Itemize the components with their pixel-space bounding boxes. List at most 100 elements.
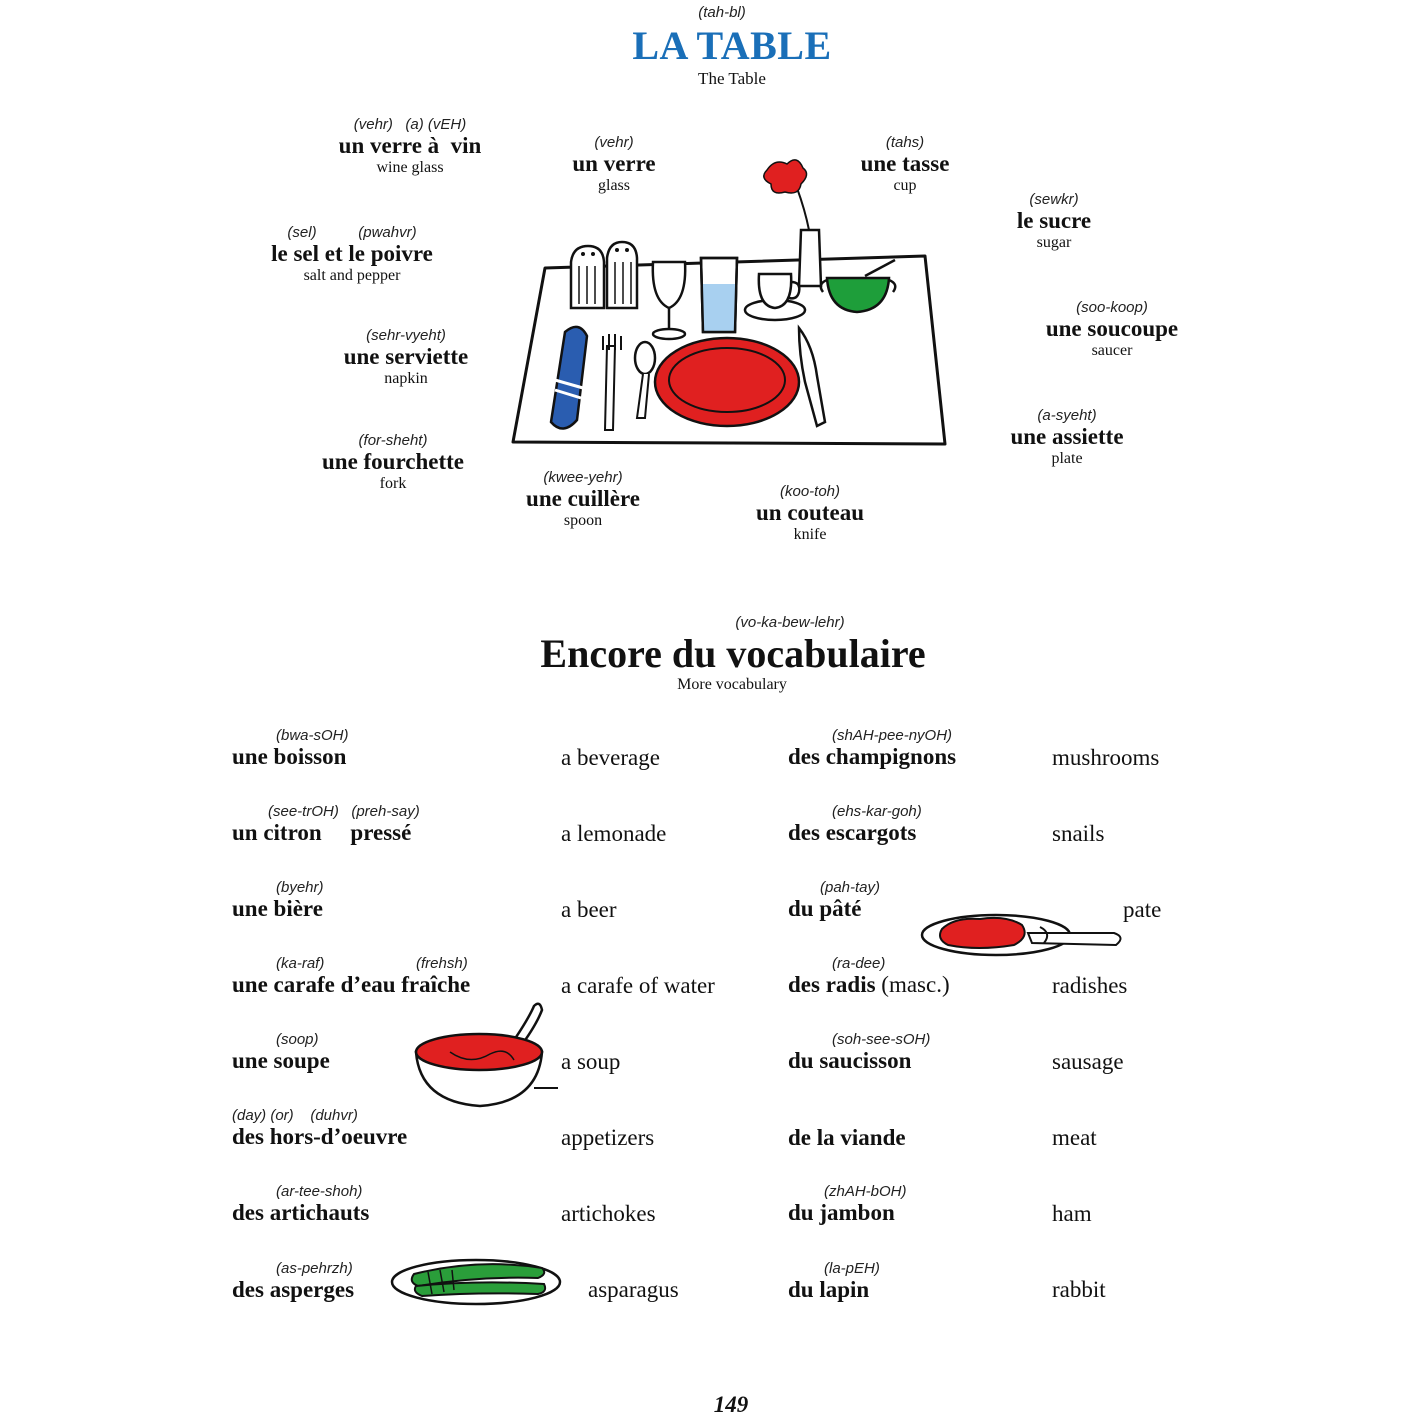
label-cup: (tahs) une tasse cup: [861, 134, 950, 195]
vocab-left-translation-7: asparagus: [588, 1277, 679, 1302]
section-title: Encore du vocabulaire: [540, 631, 926, 676]
label-plate: (a-syeht) une assiette plate: [1010, 407, 1123, 468]
english-gloss: plate: [1051, 450, 1083, 467]
english-gloss: fork: [379, 475, 407, 492]
english-gloss: wine glass: [376, 159, 444, 176]
asparagus-plate-illustration: [390, 1258, 562, 1306]
label-knife: (koo-toh) un couteau knife: [756, 483, 864, 544]
salt-pepper-shakers-icon: [569, 240, 639, 310]
label-sugar: (sewkr) le sucre sugar: [1017, 191, 1091, 252]
label-spoon: (kwee-yehr) une cuillère spoon: [526, 469, 640, 530]
vocab-right-row-1: (ehs-kar-goh) des escargots: [788, 803, 922, 846]
pronunciation: (pah-tay): [820, 879, 881, 896]
pronunciation: (see-trOH) (preh-say): [268, 803, 420, 820]
english-gloss: cup: [893, 177, 917, 194]
vocab-right-translation-2: pate: [1123, 897, 1162, 922]
french-word: le sucre: [1016, 208, 1092, 233]
pronunciation: (koo-toh): [779, 483, 841, 500]
vocab-left-translation-2: a beer: [561, 897, 617, 922]
vocab-left-row-4: (soop) une soupe: [232, 1031, 330, 1074]
vocab-left-row-0: (bwa-sOH) une boisson: [232, 727, 349, 770]
french-word: un couteau: [756, 500, 864, 525]
french-word-text: des radis: [788, 972, 876, 997]
pronunciation: (sewkr): [1029, 191, 1079, 208]
english-gloss: knife: [793, 526, 827, 543]
page-title: LA TABLE: [632, 23, 832, 68]
pronunciation: (soh-see-sOH): [832, 1031, 931, 1048]
spoon-icon: [633, 340, 657, 419]
pronunciation: (tahs): [885, 134, 925, 151]
french-word: un citron pressé: [232, 820, 412, 845]
french-word: des champignons: [788, 744, 957, 769]
wine-glass-icon: [651, 260, 687, 341]
label-napkin: (sehr-vyeht) une serviette napkin: [344, 327, 469, 388]
french-word: des radis (masc.): [788, 972, 950, 998]
plate-icon: [653, 336, 801, 428]
label-wine-glass: (vehr) (a) (vEH) un verre à vin wine gla…: [339, 116, 482, 177]
pronunciation: (soop): [276, 1031, 319, 1048]
french-word: une soucoupe: [1045, 316, 1179, 341]
vocab-right-row-5: de la viande: [788, 1125, 906, 1151]
english-gloss: sugar: [1036, 234, 1072, 251]
vocab-right-row-7: (la-pEH) du lapin: [788, 1260, 880, 1303]
section-pronunciation: (vo-ka-bew-lehr): [735, 614, 845, 631]
water-glass-icon: [699, 256, 739, 334]
pronunciation: (a-syeht): [1037, 407, 1097, 424]
french-word: du saucisson: [788, 1048, 912, 1073]
pronunciation: (vehr): [594, 134, 634, 151]
title-pronunciation: (tah-bl): [698, 4, 746, 21]
pronunciation: (ka-raf) (frehsh): [276, 955, 468, 972]
pronunciation: (vehr) (a) (vEH): [353, 116, 467, 133]
vocab-right-translation-4: sausage: [1052, 1049, 1124, 1074]
vocab-right-translation-7: rabbit: [1052, 1277, 1106, 1302]
table-setting-illustration: [511, 159, 947, 446]
page-subtitle: The Table: [698, 69, 766, 88]
french-word: des hors-d’oeuvre: [232, 1124, 408, 1149]
napkin-icon: [549, 325, 589, 430]
vocab-right-translation-6: ham: [1052, 1201, 1092, 1226]
vocab-right-row-6: (zhAH-bOH) du jambon: [788, 1183, 907, 1226]
vocab-right-row-0: (shAH-pee-nyOH) des champignons: [788, 727, 956, 770]
knife-icon: [797, 324, 827, 428]
label-saucer: (soo-koop) une soucoupe saucer: [1046, 299, 1178, 360]
vocab-left-translation-5: appetizers: [561, 1125, 655, 1150]
vocab-left-row-5: (day) (or) (duhvr) des hors-d’oeuvre: [232, 1107, 407, 1150]
pronunciation: (day) (or) (duhvr): [232, 1107, 358, 1124]
english-gloss: spoon: [563, 512, 603, 529]
vocab-left-row-3: (ka-raf) (frehsh) une carafe d’eau fraîc…: [232, 955, 470, 998]
pronunciation: (byehr): [276, 879, 324, 896]
pate-illustration: [920, 913, 1122, 957]
pronunciation: (kwee-yehr): [543, 469, 623, 486]
english-gloss: saucer: [1091, 342, 1133, 359]
vocab-left-translation-0: a beverage: [561, 745, 660, 770]
french-word: le sel et le poivre: [271, 241, 433, 266]
french-word: du jambon: [788, 1200, 895, 1225]
pronunciation: (soo-koop): [1076, 299, 1148, 316]
french-word: une fourchette: [321, 449, 465, 474]
pronunciation: (ra-dee): [832, 955, 886, 972]
vocab-right-row-3: (ra-dee) des radis (masc.): [788, 955, 950, 998]
pronunciation: (ehs-kar-goh): [832, 803, 922, 820]
english-gloss: salt and pepper: [303, 267, 401, 284]
gender-note: (masc.): [875, 972, 950, 997]
sugar-bowl-icon: [819, 258, 897, 314]
pronunciation: (as-pehrzh): [276, 1260, 353, 1277]
french-word: une soupe: [232, 1048, 330, 1073]
vocab-right-translation-0: mushrooms: [1052, 745, 1160, 770]
label-fork: (for-sheht) une fourchette fork: [322, 432, 464, 493]
french-word: une bière: [232, 896, 323, 921]
vocab-left-translation-3: a carafe of water: [561, 973, 715, 998]
french-word: une boisson: [232, 744, 347, 769]
vocab-right-translation-5: meat: [1052, 1125, 1097, 1150]
french-word: une assiette: [1010, 424, 1124, 449]
vocab-left-row-6: (ar-tee-shoh) des artichauts: [232, 1183, 369, 1226]
vocab-left-translation-6: artichokes: [561, 1201, 656, 1226]
french-word: un verre: [572, 151, 656, 176]
french-word: une tasse: [860, 151, 950, 176]
label-glass: (vehr) un verre glass: [572, 134, 655, 195]
vocab-left-translation-4: a soup: [561, 1049, 621, 1074]
french-word: des asperges: [232, 1277, 355, 1302]
french-word: du pâté: [788, 896, 862, 921]
pronunciation: (ar-tee-shoh): [276, 1183, 363, 1200]
french-word: une serviette: [343, 344, 469, 369]
